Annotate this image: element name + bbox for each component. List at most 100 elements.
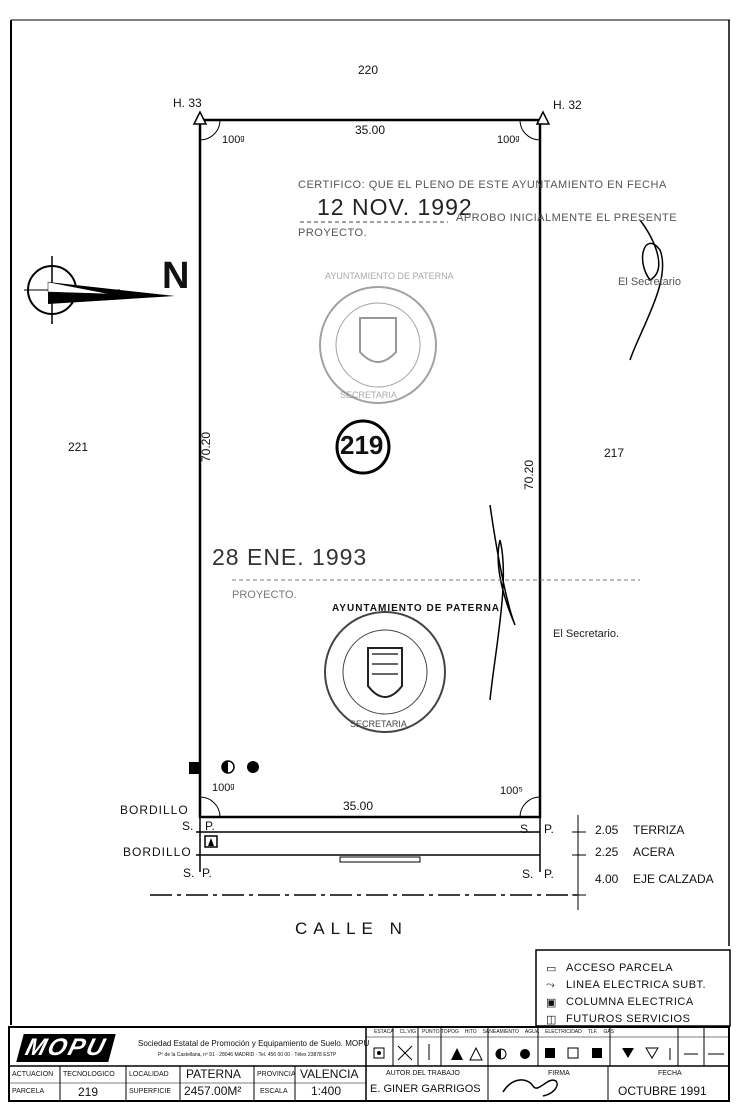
hito-marker-right <box>535 110 551 125</box>
seal-text-top: AYUNTAMIENTO DE PATERNA <box>325 271 454 281</box>
service-header: ESTACA <box>374 1029 394 1035</box>
value-localidad: PATERNA <box>186 1067 241 1081</box>
value-escala: 1:400 <box>311 1084 342 1098</box>
hito-marker-left <box>192 110 208 125</box>
sp-label-left-2-p: P. <box>202 866 212 880</box>
north-label: N <box>162 255 190 297</box>
sp-label-left-1-p: P. <box>205 819 215 833</box>
sp-label-left-1-s: S. <box>182 819 194 833</box>
certification-date-2: 28 ENE. 1993 <box>212 544 368 570</box>
neighbor-parcel-label-left: 221 <box>68 440 89 454</box>
service-header: CL.VIG <box>399 1029 417 1035</box>
dimension-right: 70.20 <box>522 459 536 490</box>
label-superficie: SUPERFICIE <box>129 1088 172 1095</box>
sp-label-right-2-p: P. <box>544 867 554 881</box>
service-header: PUNTO TOPOG <box>422 1029 459 1035</box>
certification-line-1: CERTIFICO: QUE EL PLENO DE ESTE AYUNTAMI… <box>298 179 667 191</box>
dimension-top: 35.00 <box>355 123 386 137</box>
label-autor: AUTOR DEL TRABAJO <box>386 1070 460 1077</box>
bordillo-label-1: BORDILLO <box>120 803 189 817</box>
street-row-value: 2.25 <box>595 845 619 859</box>
dimension-bottom: 35.00 <box>343 799 374 813</box>
sp-label-right-1-p: P. <box>544 822 554 836</box>
access-marker <box>339 856 421 863</box>
electric-column-icon: ▣ <box>546 997 557 1009</box>
label-firma: FIRMA <box>548 1070 570 1077</box>
company-name: Sociedad Estatal de Promoción y Equipami… <box>138 1039 370 1048</box>
certification-line-3: PROYECTO. <box>298 227 368 239</box>
street-row-label: ACERA <box>633 845 675 859</box>
label-localidad: LOCALIDAD <box>129 1071 169 1078</box>
legend-label: COLUMNA ELECTRICA <box>566 996 694 1008</box>
seal-bottom-text-top: SECRETARIA <box>340 390 397 400</box>
service-header: SANEAMIENTO <box>482 1029 519 1035</box>
hito-label-left: H. 33 <box>173 96 202 110</box>
municipal-seal-top <box>319 286 437 404</box>
neighbor-parcel-label-top: 220 <box>358 63 379 77</box>
title-block: MOPU Sociedad Estatal de Promoción y Equ… <box>8 1026 730 1102</box>
value-parcela: 219 <box>78 1085 99 1099</box>
mopu-logo: MOPU <box>16 1034 116 1062</box>
angle-top-left: 100ᵍ <box>222 134 245 146</box>
electric-line-icon: ⤳ <box>546 979 556 991</box>
seal-text-bottom: AYUNTAMIENTO DE PATERNA <box>332 603 501 614</box>
service-header: ELECTRICIDAD <box>545 1029 582 1035</box>
parcel-number-circle <box>335 419 391 475</box>
sp-label-left-2-s: S. <box>183 866 195 880</box>
label-fecha: FECHA <box>658 1070 682 1077</box>
service-headers: ESTACA CL.VIG PUNTO TOPOG HITO SANEAMIEN… <box>374 1029 614 1035</box>
street-row-label: EJE CALZADA <box>633 872 714 886</box>
legend-label: LINEA ELECTRICA SUBT. <box>566 979 707 991</box>
label-actuacion: ACTUACION <box>12 1071 54 1078</box>
service-header: HITO <box>464 1029 477 1035</box>
street-row-value: 4.00 <box>595 872 619 886</box>
legend-list: ▭ ACCESO PARCELA ⤳ LINEA ELECTRICA SUBT.… <box>546 962 706 1030</box>
value-fecha: OCTUBRE 1991 <box>618 1084 707 1098</box>
future-services-icon: ◫ <box>546 1014 557 1026</box>
label-tecnologico: TECNOLOGICO <box>63 1071 115 1078</box>
legend-item: ▭ ACCESO PARCELA <box>546 962 706 979</box>
value-superficie: 2457.00M² <box>184 1084 242 1098</box>
street-row-value: 2.05 <box>595 823 619 837</box>
hito-label-right: H. 32 <box>553 98 582 112</box>
sp-label-right-2-s: S. <box>522 867 534 881</box>
street-name: CALLE N <box>295 919 408 938</box>
certification-line-4: PROYECTO. <box>232 589 297 601</box>
service-header: GAS <box>603 1029 615 1035</box>
author-signature <box>502 1079 558 1097</box>
signature-top <box>629 219 664 361</box>
legend-item: ⤳ LINEA ELECTRICA SUBT. <box>546 979 706 996</box>
legend-item: ▣ COLUMNA ELECTRICA <box>546 996 706 1013</box>
value-autor: E. GINER GARRIGOS <box>370 1083 481 1095</box>
angle-bottom-right: 100⁵ <box>500 785 523 797</box>
legend-label: ACCESO PARCELA <box>566 962 674 974</box>
title-block-grid <box>8 1026 730 1102</box>
signature-middle <box>489 504 516 701</box>
legend-item: ◫ FUTUROS SERVICIOS <box>546 1013 706 1030</box>
angle-bottom-left: 100ᵍ <box>212 782 235 794</box>
parcel-boundary <box>198 118 542 819</box>
legend-box <box>535 949 731 1027</box>
sp-label-right-1-s: S. <box>520 822 532 836</box>
bordillo-label-2: BORDILLO <box>123 845 192 859</box>
legend-label: FUTUROS SERVICIOS <box>566 1013 691 1025</box>
municipal-seal-bottom <box>324 611 446 733</box>
certification-date-1: 12 NOV. 1992 <box>317 194 473 220</box>
north-arrow-icon <box>24 256 175 324</box>
secretario-label-1: El Secretario <box>618 276 681 288</box>
sewer-symbol <box>247 761 259 773</box>
parcel-number: 219 <box>340 430 384 460</box>
label-parcela: PARCELA <box>12 1088 45 1095</box>
access-icon: ▭ <box>546 963 557 975</box>
company-address: Pº de la Castellana, nº 91 · 28046 MADRI… <box>158 1052 337 1058</box>
label-provincia: PROVINCIA <box>257 1071 296 1078</box>
street-row-label: TERRIZA <box>633 823 685 837</box>
angle-top-right: 100ᵍ <box>497 134 520 146</box>
neighbor-parcel-label-right: 217 <box>604 446 625 460</box>
service-header: AGUA <box>524 1029 540 1035</box>
value-provincia: VALENCIA <box>300 1067 359 1081</box>
dimension-left: 70.20 <box>199 431 213 462</box>
seal-bottom-text-bottom: SECRETARIA <box>350 719 407 729</box>
electric-column-symbol <box>189 762 201 774</box>
